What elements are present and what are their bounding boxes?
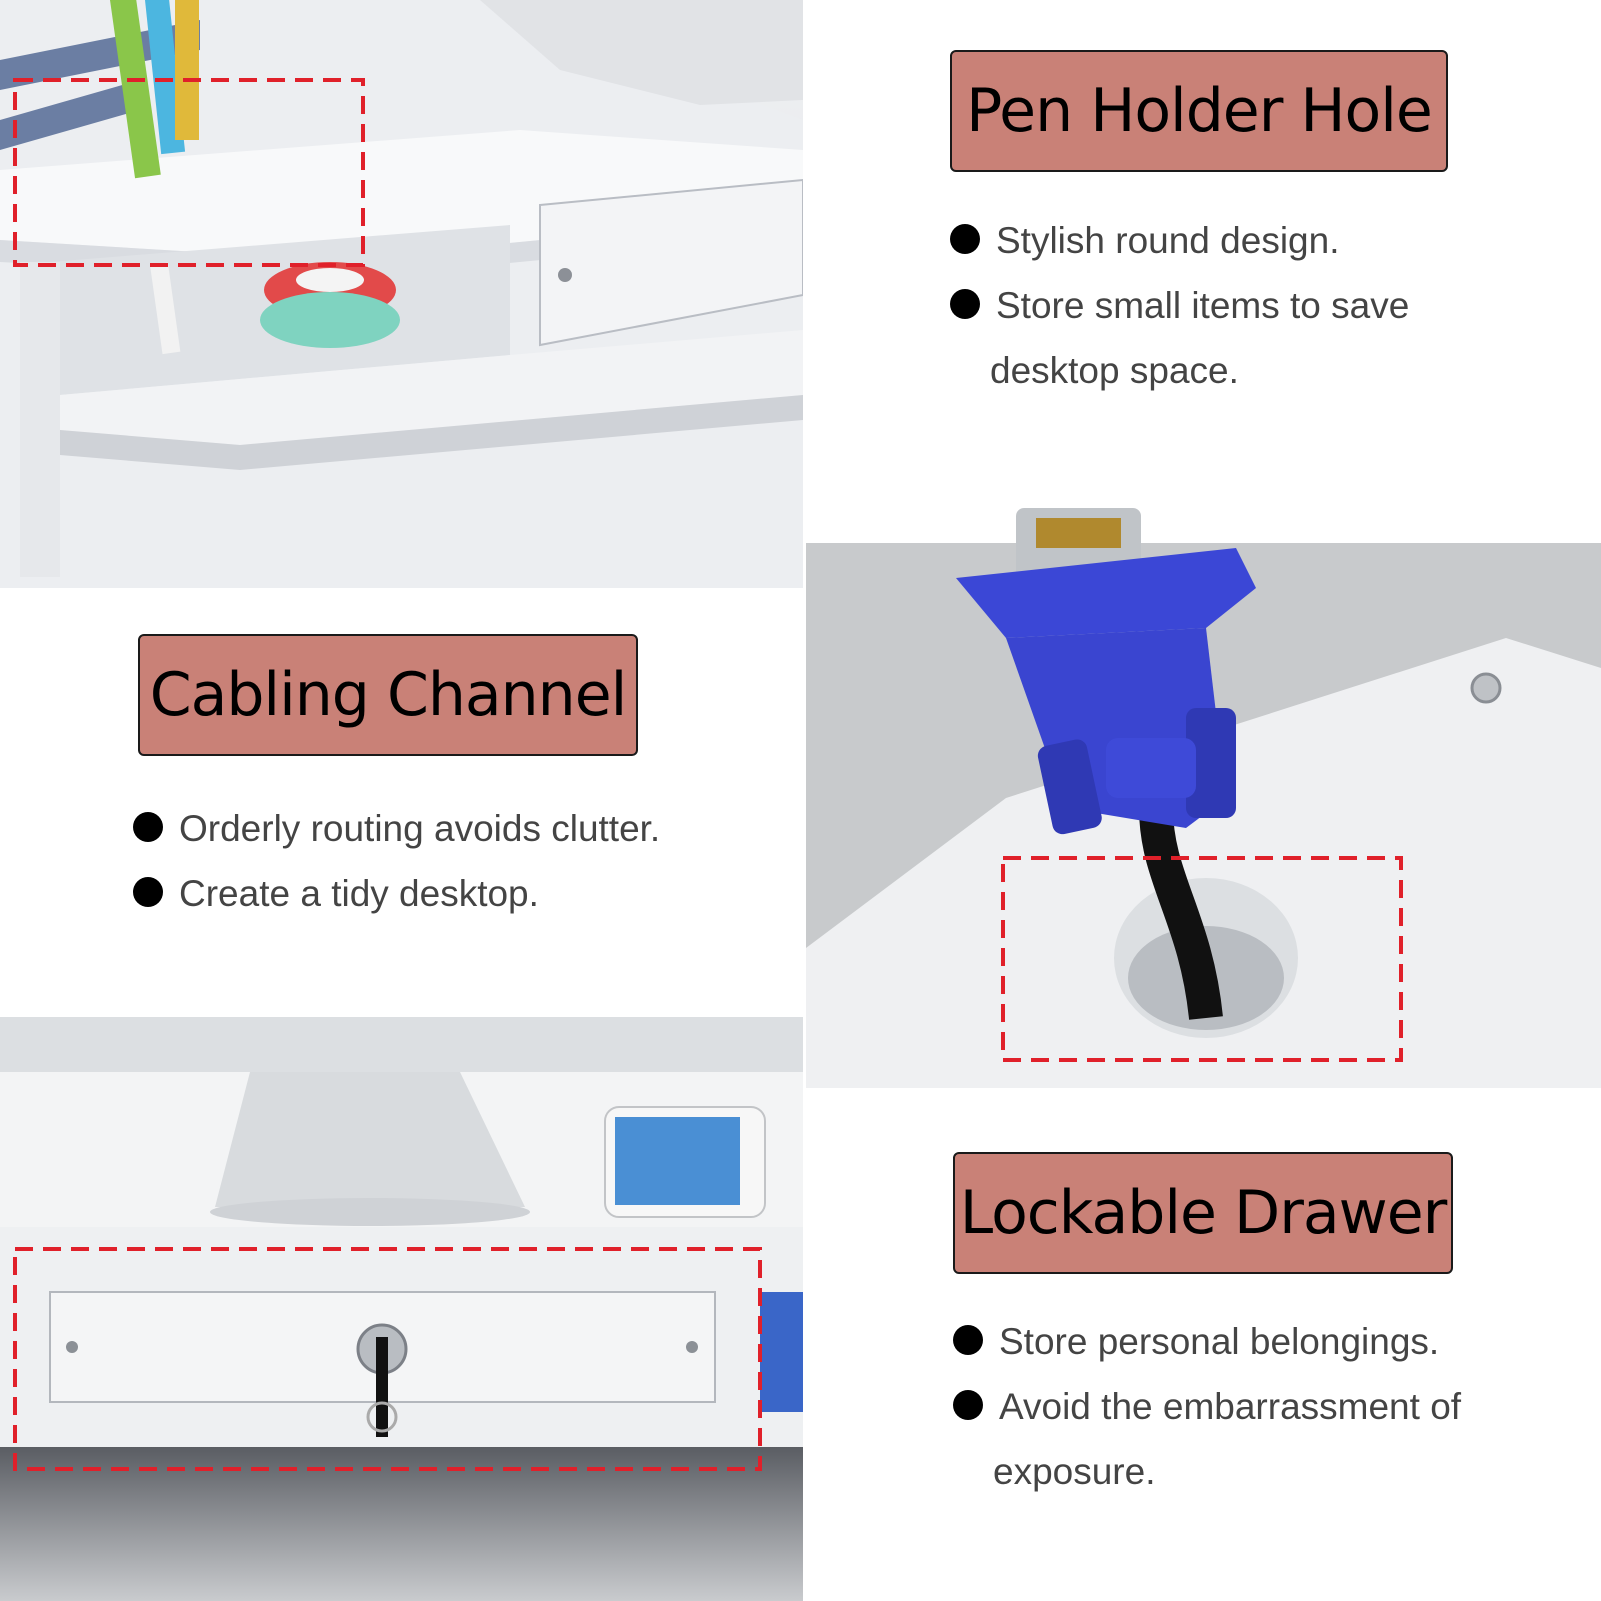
bullet-dot-icon	[953, 1390, 983, 1420]
pen-holder-bullets: Stylish round design. Store small items …	[950, 208, 1570, 403]
pen-holder-photo	[0, 0, 803, 588]
bullet-dot-icon	[133, 877, 163, 907]
bullet-continuation: exposure.	[993, 1451, 1156, 1492]
cable-hole-photo	[806, 498, 1601, 1088]
cabling-title: Cabling Channel	[138, 634, 638, 756]
drawer-title: Lockable Drawer	[953, 1152, 1453, 1274]
cabling-bullets: Orderly routing avoids clutter. Create a…	[133, 796, 793, 926]
bullet-continuation: desktop space.	[990, 350, 1239, 391]
bullet-text: Orderly routing avoids clutter.	[179, 808, 661, 849]
pen-holder-title: Pen Holder Hole	[950, 50, 1448, 172]
bullet-item: Avoid the embarrassment of	[953, 1374, 1573, 1439]
bullet-dot-icon	[950, 224, 980, 254]
bullet-text: Store small items to save	[996, 285, 1410, 326]
bullet-text: Avoid the embarrassment of	[999, 1386, 1462, 1427]
bullet-item: Orderly routing avoids clutter.	[133, 796, 793, 861]
pen-holder-title-text: Pen Holder Hole	[966, 76, 1433, 146]
bullet-text: Create a tidy desktop.	[179, 873, 539, 914]
bullet-text: Store personal belongings.	[999, 1321, 1440, 1362]
drawer-photo	[0, 1017, 803, 1601]
bullet-item: Store personal belongings.	[953, 1309, 1573, 1374]
bullet-text: Stylish round design.	[996, 220, 1340, 261]
bullet-dot-icon	[133, 812, 163, 842]
bullet-dot-icon	[953, 1325, 983, 1355]
bullet-item: Stylish round design.	[950, 208, 1570, 273]
drawer-title-text: Lockable Drawer	[959, 1178, 1448, 1248]
drawer-bullets: Store personal belongings. Avoid the emb…	[953, 1309, 1573, 1504]
cabling-title-text: Cabling Channel	[149, 660, 628, 730]
bullet-item: Create a tidy desktop.	[133, 861, 793, 926]
bullet-dot-icon	[950, 289, 980, 319]
bullet-item: Store small items to save	[950, 273, 1570, 338]
